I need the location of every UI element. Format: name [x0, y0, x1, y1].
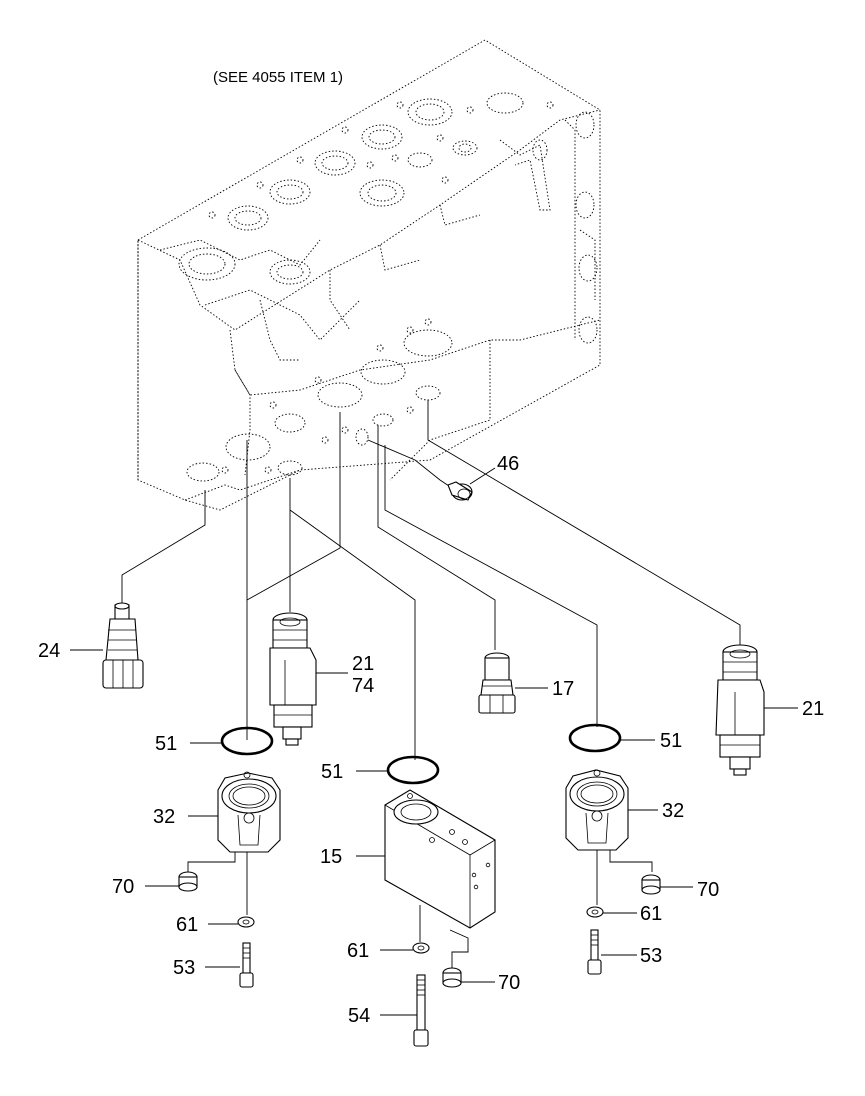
o-ring-51-right	[568, 723, 622, 753]
callout-70-center: 70	[498, 972, 520, 994]
callout-32-right: 32	[662, 800, 684, 822]
callout-70-right: 70	[697, 879, 719, 901]
callout-32-left: 32	[153, 806, 175, 828]
cap-32-right	[565, 769, 629, 851]
callout-21-right: 21	[802, 698, 824, 720]
bolt-53-right	[587, 929, 602, 975]
valve-block-phantom	[137, 39, 601, 511]
callout-leaders	[70, 467, 798, 1016]
reference-note: (SEE 4055 ITEM 1)	[213, 69, 343, 86]
callout-51-right: 51	[660, 730, 682, 752]
o-ring-51-left	[220, 726, 274, 756]
callout-61-center: 61	[347, 940, 369, 962]
callout-15: 15	[320, 846, 342, 868]
plug-70-left	[178, 871, 198, 892]
callout-51-left: 51	[155, 733, 177, 755]
callout-53-right: 53	[640, 945, 662, 967]
block-15	[384, 789, 496, 929]
callout-46: 46	[497, 453, 519, 475]
callout-54: 54	[348, 1005, 370, 1027]
relief-valve-24	[102, 602, 144, 689]
bolt-54	[413, 974, 429, 1047]
callout-51-center: 51	[321, 761, 343, 783]
callout-74: 74	[352, 675, 374, 697]
callout-53-left: 53	[173, 957, 195, 979]
plug-46	[447, 481, 473, 501]
cap-32-left	[217, 771, 281, 853]
callout-21-left: 21	[352, 653, 374, 675]
callout-61-left: 61	[176, 914, 198, 936]
plug-70-center	[442, 967, 462, 988]
o-ring-51-center	[386, 755, 440, 785]
relief-valve-21-left	[269, 612, 317, 746]
washer-61-left	[237, 916, 255, 928]
plug-70-right	[641, 874, 661, 895]
relief-valve-21-right	[715, 644, 765, 776]
washer-61-center	[412, 942, 430, 954]
leader-lines	[121, 400, 741, 968]
callout-24: 24	[38, 640, 60, 662]
plug-17	[478, 652, 516, 714]
washer-61-right	[586, 906, 604, 918]
callout-61-right: 61	[640, 903, 662, 925]
callout-70-left: 70	[112, 876, 134, 898]
bolt-53-left	[239, 942, 254, 988]
callout-17: 17	[552, 678, 574, 700]
